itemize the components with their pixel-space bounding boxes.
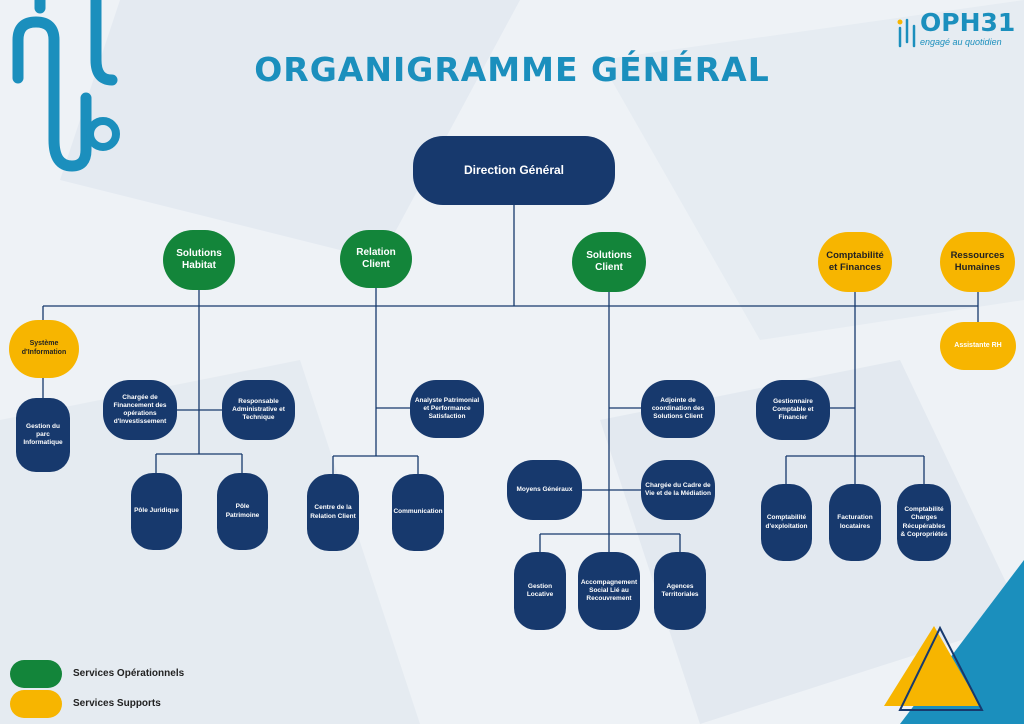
legend-swatch-support <box>10 690 62 718</box>
oph31-logo: OPH31 engagé au quotidien <box>896 8 1016 50</box>
node-gestion-parc: Gestion du parc Informatique <box>16 398 70 472</box>
node-communication: Communication <box>392 474 444 551</box>
node-systeme-information: Système d'Information <box>9 320 79 378</box>
logo-name: OPH31 <box>920 8 1016 37</box>
node-solutions-habitat: Solutions Habitat <box>163 230 235 290</box>
node-ressources-humaines: Ressources Humaines <box>940 232 1015 292</box>
node-moyens-generaux: Moyens Généraux <box>507 460 582 520</box>
page-title: ORGANIGRAMME GÉNÉRAL <box>254 50 770 89</box>
node-chargee-financement: Chargée de Financement des opérations d'… <box>103 380 177 440</box>
node-chargee-cadre: Chargée du Cadre de Vie et de la Médiati… <box>641 460 715 520</box>
node-assistante-rh: Assistante RH <box>940 322 1016 370</box>
node-comptabilite-finances: Comptabilité et Finances <box>818 232 892 292</box>
legend-label-support: Services Supports <box>73 698 161 709</box>
node-analyste: Analyste Patrimonial et Performance Sati… <box>410 380 484 438</box>
node-adjointe: Adjointe de coordination des Solutions C… <box>641 380 715 438</box>
node-gestionnaire: Gestionnaire Comptable et Financier <box>756 380 830 440</box>
node-pole-juridique: Pôle Juridique <box>131 473 182 550</box>
logo-mark-icon <box>897 18 916 48</box>
node-agences: Agences Territoriales <box>654 552 706 630</box>
node-accompagnement: Accompagnement Social Lié au Recouvremen… <box>578 552 640 630</box>
node-pole-patrimoine: Pôle Patrimoine <box>217 473 268 550</box>
node-responsable-admin: Responsable Administrative et Technique <box>222 380 295 440</box>
node-solutions-client: Solutions Client <box>572 232 646 292</box>
node-gestion-locative: Gestion Locative <box>514 552 566 630</box>
node-centre-relation: Centre de la Relation Client <box>307 474 359 551</box>
node-direction-generale: Direction Général <box>413 136 615 205</box>
legend-label-operational: Services Opérationnels <box>73 668 185 679</box>
node-facturation: Facturation locataires <box>829 484 881 561</box>
node-compta-exploitation: Comptabilité d'exploitation <box>761 484 812 561</box>
node-compta-charges: Comptabilité Charges Récupérables & Copr… <box>897 484 951 561</box>
legend-swatch-operational <box>10 660 62 688</box>
node-relation-client: Relation Client <box>340 230 412 288</box>
logo-tagline: engagé au quotidien <box>920 37 1002 47</box>
